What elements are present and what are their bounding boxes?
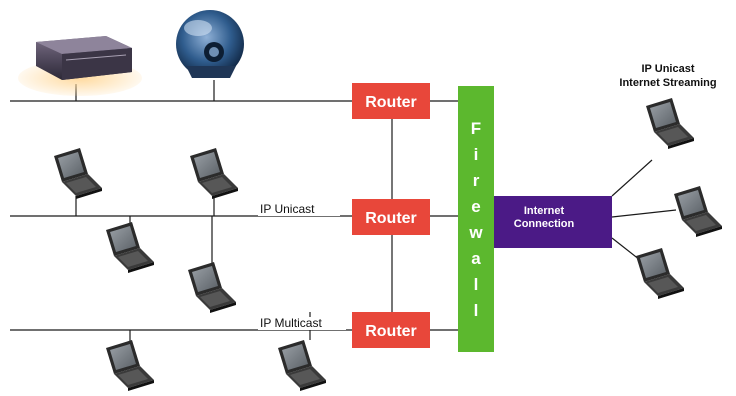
laptop-icon-f [278,340,326,391]
streaming-label-line1: IP Unicast [642,63,695,75]
laptop-icon-c [106,222,154,273]
firewall-letter: i [474,145,479,164]
stream-laptop-icon-3 [636,248,684,299]
router-bottom-label: Router [365,323,417,340]
server-icon [18,36,142,96]
streaming-label-line2: Internet Streaming [619,77,716,89]
stream-link-2 [611,209,677,218]
router-bottom: Router [352,312,430,348]
firewall-letter: r [473,171,480,190]
laptop-icon-d [188,262,236,313]
firewall-letter: F [471,119,481,138]
unicast-label-bg [258,203,340,216]
internet-label-line1: Internet [524,205,565,217]
firewall-letter: w [468,223,483,242]
router-middle-label: Router [365,210,417,227]
segment-label-multicast: IP Multicast [260,316,322,330]
stream-laptop-icon-1 [646,98,694,149]
router-top-label: Router [365,94,417,111]
segment-label-unicast: IP Unicast [260,202,315,216]
router-middle: Router [352,199,430,235]
router-top: Router [352,83,430,119]
multicast-label-bg [258,317,346,330]
camera-icon [176,10,244,78]
firewall-letter: l [474,301,479,320]
stream-link-1 [611,159,653,197]
firewall-letter: e [471,197,480,216]
internet-connection-box: Internet Connection [494,196,612,248]
laptop-icon-a [54,148,102,199]
firewall-letter: l [474,275,479,294]
firewall-letter: a [471,249,481,268]
internet-label-line2: Connection [514,218,575,230]
laptop-icon-e [106,340,154,391]
stream-link-3 [611,237,641,261]
stream-laptop-icon-2 [674,186,722,237]
laptop-icon-b [190,148,238,199]
